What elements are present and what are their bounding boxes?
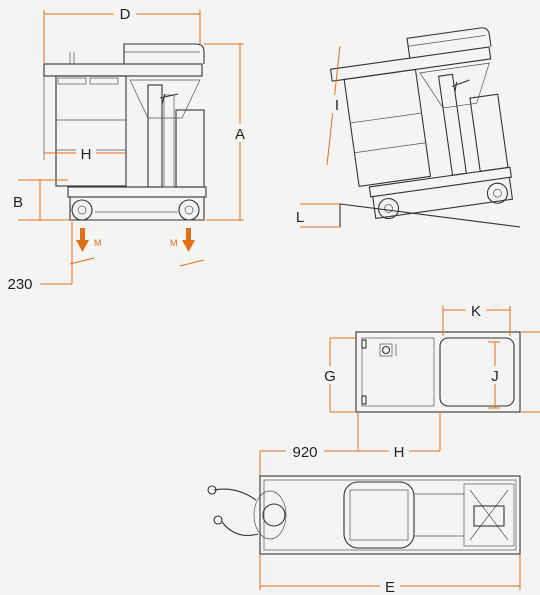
side-view-machine: [43, 43, 207, 221]
plan-brace-b: [469, 489, 509, 541]
dim-e-bg: [380, 577, 400, 595]
dim-label-a: A: [235, 126, 245, 143]
top-left-panel: [361, 337, 435, 407]
operator-shoulders: [253, 490, 287, 540]
plan-view-machine: [259, 475, 521, 555]
side-wheel-left: [71, 199, 93, 221]
top-view-platform: [355, 331, 521, 413]
dim-label-h-side: H: [81, 146, 92, 163]
top-control-knob: [381, 345, 391, 355]
tilt-platform-box: [343, 68, 432, 188]
plan-outer: [259, 475, 521, 555]
dim-920-bg: [286, 442, 324, 460]
dim-label-m-left: M: [94, 238, 102, 248]
top-step-pad: [439, 337, 515, 407]
tilted-view-dimensions: I L: [296, 45, 521, 228]
side-slot-a: [57, 77, 87, 85]
dim-label-b: B: [13, 194, 23, 211]
top-control-box: [379, 343, 393, 357]
tilt-platform-top: [329, 46, 492, 82]
dim-k-bg: [466, 301, 486, 319]
load-base-right: [179, 259, 205, 267]
dim-label-l: L: [296, 209, 304, 226]
dim-label-920: 920: [292, 444, 317, 461]
dim-label-h-top: H: [394, 444, 405, 461]
plan-view-dimensions: E: [259, 554, 521, 595]
side-wheel-right: [178, 199, 200, 221]
dim-label-j: J: [491, 368, 499, 385]
dim-d-bg: [114, 4, 136, 22]
tilt-logo-plate: [419, 62, 490, 109]
plan-step-pad: [343, 481, 415, 549]
dim-h-top-bg: [389, 442, 409, 460]
dim-label-e: E: [385, 579, 395, 595]
side-logo-plate: [129, 79, 201, 119]
tilted-view-machine: [329, 27, 514, 220]
tilt-wheel-left: [377, 197, 400, 220]
dim-a-bg: [232, 124, 248, 142]
load-arrow-right-head: [182, 240, 195, 252]
load-arrow-left-stem: [80, 228, 85, 242]
side-slot-b: [89, 77, 119, 85]
side-view-dimensions: D A H B M M 230: [7, 4, 248, 293]
operator-head: [262, 503, 286, 527]
dim-label-d: D: [120, 6, 131, 23]
tilt-handrail: [406, 27, 492, 59]
side-wheel-right-hub: [184, 205, 194, 215]
dim-label-k: K: [471, 303, 481, 320]
tilt-wheel-left-hub: [384, 204, 393, 213]
tilt-handrail-mid: [408, 35, 486, 47]
side-handrail: [123, 43, 205, 64]
side-base: [69, 197, 205, 221]
side-mast-inner: [163, 94, 175, 188]
plan-mast-base: [463, 483, 515, 547]
dim-label-g: G: [324, 368, 336, 385]
top-view-dimensions: K G J 920 H: [259, 301, 540, 486]
operator-figure: [207, 485, 287, 540]
side-wheel-left-hub: [77, 205, 87, 215]
side-platform-box: [55, 75, 127, 187]
tilt-wheel-right: [486, 182, 509, 204]
top-hinge-bottom: [361, 395, 367, 405]
plan-inner: [263, 479, 517, 551]
tilt-platform-rail: [350, 112, 422, 124]
tilt-base: [372, 177, 514, 220]
dim-g-bg: [320, 366, 340, 384]
operator-hand-upper: [207, 485, 217, 495]
top-hinge-top: [361, 339, 367, 349]
side-chassis: [67, 186, 207, 198]
operator-arm-lower: [221, 521, 259, 537]
dim-h-side-bg: [76, 144, 96, 162]
top-outer: [355, 331, 521, 413]
dim-label-i: I: [335, 97, 339, 114]
operator-hand-lower: [213, 515, 223, 525]
tilt-chassis: [368, 166, 512, 198]
ramp-outline: [300, 203, 521, 228]
dim-j-bg: [487, 366, 503, 384]
side-platform-top: [43, 63, 203, 77]
side-rear-box: [175, 109, 205, 188]
operator-arm-upper: [213, 488, 257, 501]
side-logo-icon: [159, 93, 179, 105]
load-arrow-right-stem: [186, 228, 191, 242]
dim-label-230: 230: [7, 276, 32, 293]
dim-label-m-right: M: [170, 238, 178, 248]
load-arrow-left-head: [76, 240, 89, 252]
plan-mast: [473, 505, 505, 527]
plan-step-inset: [349, 489, 409, 541]
tilt-mast: [437, 73, 468, 176]
tilt-rear-box: [469, 93, 509, 173]
dim-i-bg: [330, 95, 344, 113]
load-base-left: [69, 257, 95, 265]
side-mast: [147, 84, 163, 188]
tilt-logo-icon: [451, 79, 470, 93]
tilt-wheel-right-hub: [493, 188, 502, 198]
tilt-platform-rail-low: [354, 142, 426, 154]
